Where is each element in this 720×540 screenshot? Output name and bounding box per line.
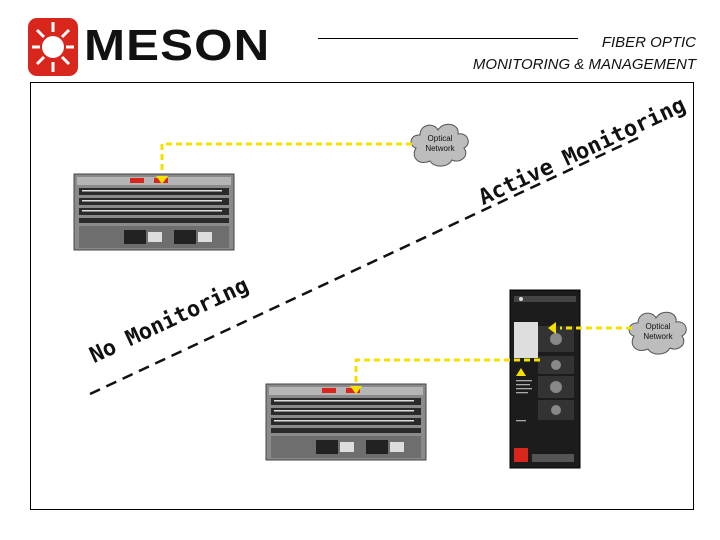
equipment-rack-bottom — [265, 383, 427, 461]
cloud-right-line2: Network — [643, 332, 673, 341]
monitoring-module — [509, 289, 581, 469]
cloud-right-line1: Optical — [645, 322, 671, 331]
diagram-frame — [30, 82, 694, 510]
brand-name: MESON — [84, 21, 271, 70]
fiber-link-module-to-rack — [354, 358, 540, 384]
meson-logo-icon — [28, 18, 78, 76]
monitoring-divider-line — [89, 134, 643, 396]
page-title-line1: FIBER OPTIC — [601, 34, 696, 51]
header-divider — [318, 38, 578, 39]
cloud-top-line1: Optical — [427, 134, 453, 143]
cloud-top-line2: Network — [425, 144, 455, 153]
equipment-rack-top — [73, 173, 235, 251]
cloud-right-label: Optical Network — [630, 322, 686, 342]
page-title-line2: MONITORING & MANAGEMENT — [472, 56, 696, 73]
fiber-link-top — [160, 142, 412, 174]
cloud-top-label: Optical Network — [412, 134, 468, 154]
